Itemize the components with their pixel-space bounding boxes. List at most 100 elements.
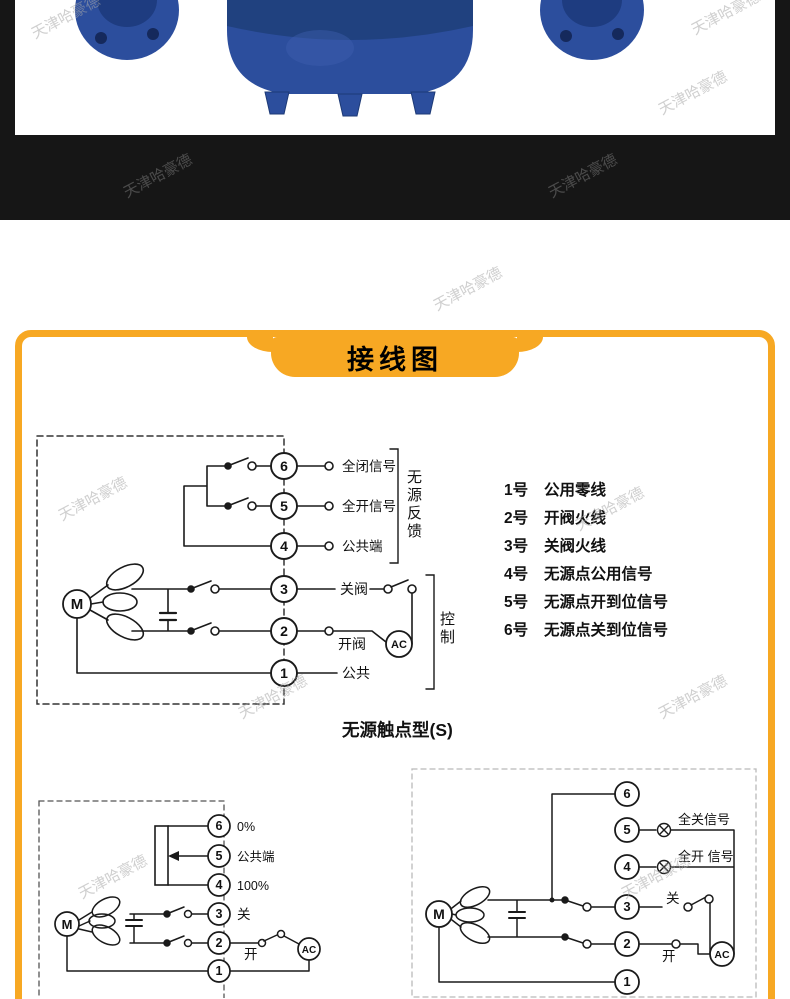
svg-text:5: 5: [280, 498, 288, 514]
svg-text:5: 5: [216, 849, 223, 863]
ac-source-icon: AC: [385, 630, 413, 658]
motor-winding: [89, 563, 178, 641]
label-t5: 公共端: [237, 850, 275, 864]
label-t1: 公共: [342, 665, 370, 681]
capacitor-icon: [158, 611, 178, 622]
label-t4: 100%: [237, 879, 269, 893]
terminal-4: 4: [270, 532, 298, 560]
motor-icon: M: [54, 911, 80, 937]
terminal-5: 5: [270, 492, 298, 520]
label-t4: 公共端: [342, 539, 383, 554]
feedback-group-label: 无源反馈: [405, 469, 422, 541]
motor-icon: M: [62, 589, 92, 619]
svg-text:6: 6: [216, 819, 223, 833]
valve-product-image: [75, 0, 644, 117]
terminal-2: 2: [207, 931, 231, 955]
label-t5: 全关信号: [678, 812, 730, 827]
label-t2: 开: [662, 949, 676, 964]
ac-source-icon: AC: [709, 941, 735, 967]
svg-text:4: 4: [280, 538, 288, 554]
svg-text:3: 3: [216, 907, 223, 921]
ac-source-icon: AC: [297, 937, 321, 961]
motor-icon: M: [425, 900, 453, 928]
pot-boundary-dashed-box: [38, 800, 225, 998]
wires: [438, 793, 735, 983]
switch-contacts: [561, 894, 714, 949]
legend-line: 6号无源点关到位信号: [504, 620, 668, 639]
label-t6: 全闭信号: [342, 458, 396, 474]
terminal-3: 3: [614, 894, 640, 920]
valve-body: [227, 0, 473, 117]
legend-line: 1号公用零线: [504, 480, 607, 499]
main-wiring-diagram: M 6 5 4 3: [36, 435, 435, 705]
svg-text:1: 1: [280, 665, 288, 681]
feedback-bracket: [389, 448, 399, 564]
junction-dot: [549, 897, 555, 903]
terminal-1: 1: [270, 659, 298, 687]
svg-text:AC: AC: [302, 945, 316, 956]
svg-text:2: 2: [623, 936, 630, 951]
diagram-caption: 无源触点型(S): [342, 720, 453, 740]
label-t3: 关: [237, 907, 251, 922]
motor-winding: [451, 885, 526, 945]
svg-text:6: 6: [623, 786, 630, 801]
terminal-6: 6: [270, 452, 298, 480]
terminal-1: 1: [614, 969, 640, 995]
photo-dark-band: [0, 0, 790, 220]
legend-line: 2号开阀火线: [504, 508, 607, 527]
terminal-4: 4: [207, 873, 231, 897]
label-t2: 开: [244, 947, 258, 962]
svg-text:4: 4: [623, 859, 631, 874]
panel-title: 接线图: [347, 344, 443, 375]
svg-text:2: 2: [216, 936, 223, 950]
wiper-arrow-icon: [168, 851, 179, 861]
legend-line: 5号无源点开到位信号: [504, 592, 668, 611]
pot-wiring-diagram: M 6 5 4 3: [38, 800, 321, 998]
control-bracket: [425, 574, 435, 690]
switch-contacts: [187, 457, 417, 636]
indicator-lamp-icon: [656, 822, 672, 838]
switch-contacts: [163, 906, 286, 948]
terminal-3: 3: [270, 575, 298, 603]
capacitor-icon: [125, 919, 143, 927]
terminal-1: 1: [207, 959, 231, 983]
svg-text:1: 1: [623, 974, 630, 989]
actuator-boundary-dashed-box: [36, 435, 285, 705]
watermark: 天津哈豪德: [430, 264, 506, 315]
svg-text:3: 3: [623, 899, 630, 914]
label-t5: 全开信号: [342, 498, 396, 514]
svg-text:5: 5: [623, 822, 630, 837]
wiring-diagrams: M 6 5 4 3: [36, 435, 757, 998]
panel-title-banner: 接线图: [247, 337, 543, 377]
valve-right-flange: [540, 0, 644, 60]
svg-text:M: M: [62, 917, 73, 932]
wiring-diagram-panel: 接线图 无源反馈 控制: [15, 330, 775, 999]
terminal-6: 6: [207, 814, 231, 838]
svg-text:4: 4: [216, 878, 223, 892]
lamp-boundary-box: [411, 768, 757, 998]
control-group-label: 控制: [438, 611, 455, 647]
potentiometer-icon: [154, 825, 179, 886]
motor-winding: [78, 896, 143, 946]
legend-line: 3号关阀火线: [504, 536, 607, 555]
valve-left-flange: [75, 0, 179, 60]
terminal-2: 2: [614, 931, 640, 957]
label-t2: 开阀: [338, 636, 366, 652]
label-t3: 关阀: [340, 581, 368, 597]
terminal-5: 5: [207, 844, 231, 868]
svg-text:AC: AC: [391, 639, 407, 651]
svg-text:3: 3: [280, 581, 288, 597]
capacitor-icon: [508, 911, 526, 919]
label-t3: 关: [666, 891, 680, 906]
terminal-4: 4: [614, 854, 640, 880]
svg-text:1: 1: [216, 964, 223, 978]
svg-text:2: 2: [280, 623, 288, 639]
terminal-legend: 1号公用零线 2号开阀火线 3号关阀火线 4号无源点公用信号 5号无源点开到位信…: [504, 480, 668, 639]
label-t4: 全开 信号: [678, 849, 734, 864]
svg-text:6: 6: [280, 458, 288, 474]
terminal-6: 6: [614, 781, 640, 807]
lamp-wiring-diagram: M 6 5: [411, 768, 757, 998]
label-t6: 0%: [237, 820, 255, 834]
terminal-5: 5: [614, 817, 640, 843]
